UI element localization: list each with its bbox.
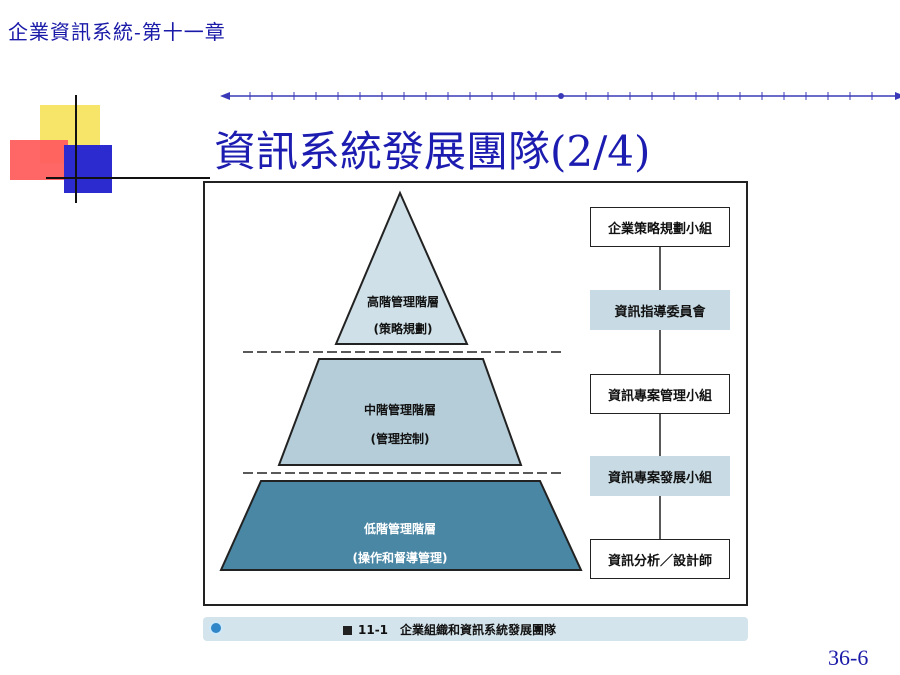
tier-middle-shape: [277, 358, 523, 466]
figure-square-icon: [343, 626, 352, 635]
box-project-development: 資訊專案發展小組: [590, 456, 730, 496]
box-project-management: 資訊專案管理小組: [590, 374, 730, 414]
pyramid-graphic: [219, 190, 661, 571]
slide-title: 資訊系統發展團隊(2/4): [214, 127, 651, 176]
corner-decoration: [10, 95, 210, 203]
bullet-circle-icon: [209, 621, 223, 635]
org-diagram: 高階管理階層 (策略規劃) 中階管理階層 (管理控制) 低階管理階層 (操作和督…: [203, 181, 748, 606]
figure-caption-text: 11-1 企業組織和資訊系統發展團隊: [358, 623, 557, 637]
tier-bottom-label: 低階管理階層 (操作和督導管理): [352, 522, 448, 565]
figure-caption-bar: 11-1 企業組織和資訊系統發展團隊: [203, 617, 748, 641]
box-steering-committee: 資訊指導委員會: [590, 290, 730, 330]
page-number: 36-6: [828, 645, 869, 670]
tier-top-shape: [334, 190, 469, 345]
tier-top-label: 高階管理階層 (策略規劃): [366, 295, 439, 336]
box-strategy-planning: 企業策略規劃小組: [590, 207, 730, 247]
figure-caption: 11-1 企業組織和資訊系統發展團隊: [343, 621, 556, 638]
box-analyst-designer: 資訊分析／設計師: [590, 539, 730, 579]
tier-middle-label: 中階管理階層 (管理控制): [363, 403, 436, 446]
chapter-header: 企業資訊系統-第十一章: [8, 20, 226, 44]
timeline-decoration: [220, 92, 900, 100]
tier-bottom-shape: [219, 480, 583, 571]
